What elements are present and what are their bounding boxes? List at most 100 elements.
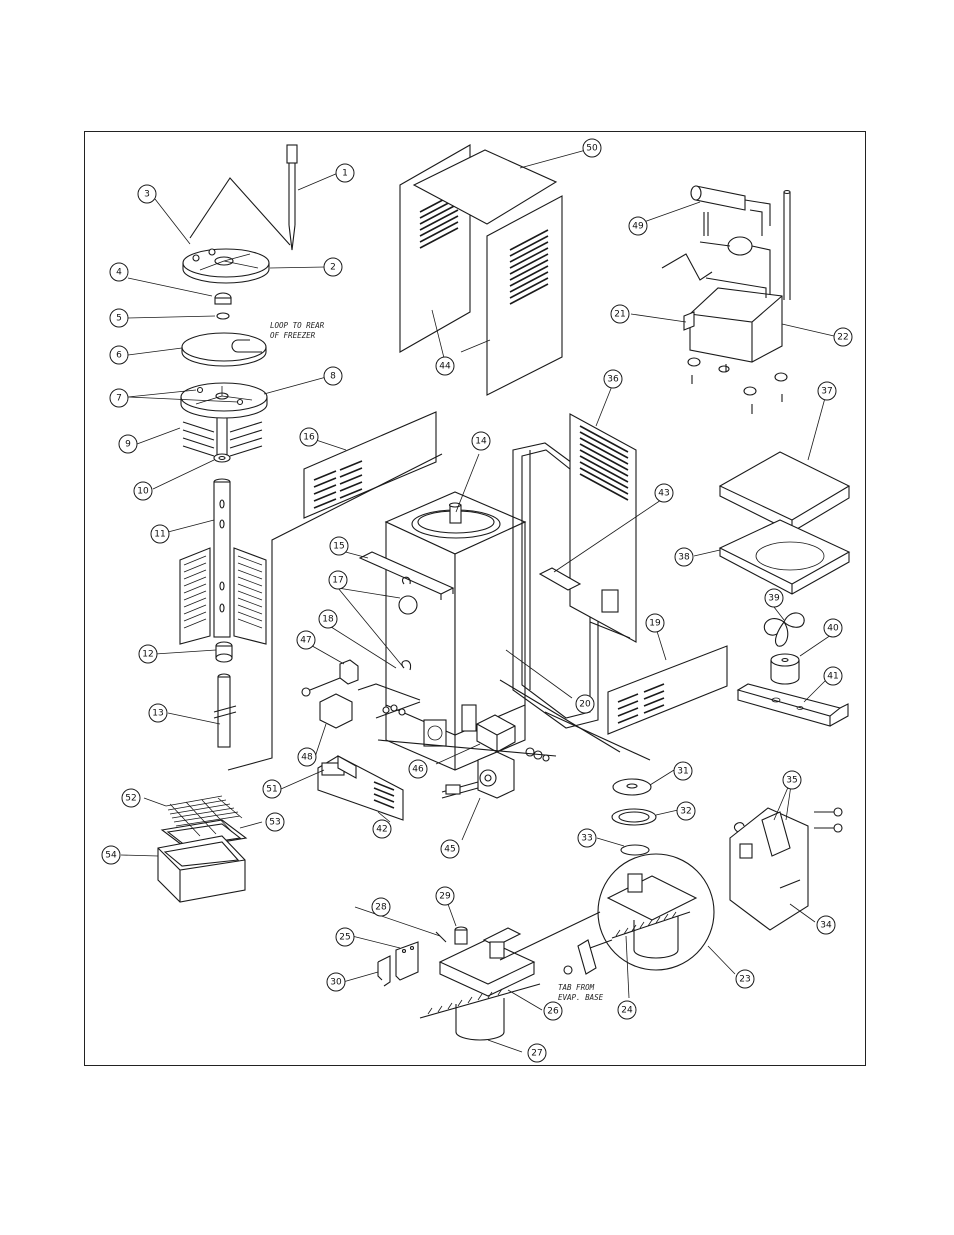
note-tab-line2: EVAP. BASE <box>558 993 604 1002</box>
part-cover-disc <box>182 177 291 284</box>
callout-19: 19 <box>645 613 665 633</box>
callout-label: 27 <box>531 1049 542 1059</box>
part-tab <box>563 939 597 975</box>
callout-label: 44 <box>439 362 451 372</box>
callout-label: 30 <box>330 978 342 988</box>
callout-label: 41 <box>827 672 838 682</box>
part-agitator-fins <box>182 418 263 458</box>
callout-54: 54 <box>101 845 121 865</box>
callout-label: 25 <box>339 933 350 943</box>
part-evaporator-detail <box>589 853 715 971</box>
part-vent-panel-16 <box>303 411 437 519</box>
callout-label: 48 <box>301 753 313 763</box>
callout-46: 46 <box>408 759 428 779</box>
callout-42: 42 <box>372 819 392 839</box>
callout-label: 50 <box>586 144 598 154</box>
callout-2: 2 <box>323 257 343 277</box>
callout-6: 6 <box>109 345 129 365</box>
note-tab-line1: TAB FROM <box>558 983 595 992</box>
callout-11: 11 <box>150 524 170 544</box>
callout-41: 41 <box>823 666 843 686</box>
part-top-panel <box>412 149 558 225</box>
callout-47: 47 <box>296 630 316 650</box>
part-motor-45 <box>441 751 515 799</box>
part-auger-tube <box>179 478 267 645</box>
part-plate-34 <box>729 807 809 931</box>
callout-label: 47 <box>300 636 311 646</box>
part-shroud-37 <box>718 451 851 533</box>
part-fan-motor-40 <box>770 653 800 685</box>
callout-label: 42 <box>376 825 387 835</box>
callout-label: 3 <box>144 190 150 200</box>
callout-33: 33 <box>577 828 597 848</box>
callout-label: 35 <box>786 776 797 786</box>
callout-21: 21 <box>610 304 630 324</box>
callout-37: 37 <box>817 381 837 401</box>
callout-label: 19 <box>649 619 661 629</box>
callout-40: 40 <box>823 618 843 638</box>
callout-label: 23 <box>739 975 750 985</box>
assembly-lines <box>227 453 651 961</box>
part-switch-47 <box>301 659 359 697</box>
callout-31: 31 <box>673 761 693 781</box>
callout-label: 24 <box>621 1006 633 1016</box>
callout-25: 25 <box>335 927 355 947</box>
note-loop-line1: LOOP TO REAR <box>270 321 325 330</box>
part-fan-bracket-38 <box>718 519 851 595</box>
part-grid-52 <box>165 795 243 837</box>
callout-label: 20 <box>579 700 591 710</box>
callout-20: 20 <box>575 694 595 714</box>
callout-44: 44 <box>435 356 455 376</box>
callout-49: 49 <box>628 216 648 236</box>
part-cabinet <box>358 491 527 771</box>
part-bushing <box>214 292 232 305</box>
callout-28: 28 <box>371 897 391 917</box>
part-washer <box>213 453 231 463</box>
part-motor-mount-41 <box>736 683 849 727</box>
callout-label: 39 <box>768 594 780 604</box>
part-coupling <box>215 641 233 663</box>
callout-label: 29 <box>439 892 451 902</box>
callout-label: 13 <box>152 709 163 719</box>
part-nuts-35 <box>814 807 843 833</box>
callout-label: 37 <box>821 387 832 397</box>
callout-14: 14 <box>471 431 491 451</box>
part-fittings <box>375 701 421 719</box>
part-panel-right <box>486 195 563 396</box>
callout-label: 14 <box>475 437 487 447</box>
callout-48: 48 <box>297 747 317 767</box>
callout-36: 36 <box>603 369 623 389</box>
callout-label: 9 <box>125 440 131 450</box>
callout-38: 38 <box>674 547 694 567</box>
callout-label: 40 <box>827 624 839 634</box>
callout-label: 43 <box>658 489 669 499</box>
callout-51: 51 <box>262 779 282 799</box>
callout-label: 33 <box>581 834 592 844</box>
callout-label: 15 <box>333 542 344 552</box>
part-vent-panel-19 <box>607 645 728 735</box>
callout-label: 11 <box>154 530 165 540</box>
part-diffuser-disc <box>180 382 268 419</box>
callout-7: 7 <box>109 388 129 408</box>
callout-3: 3 <box>137 184 157 204</box>
callout-label: 26 <box>547 1007 559 1017</box>
callout-1: 1 <box>335 163 355 183</box>
part-motor-shaft <box>213 673 237 748</box>
callout-27: 27 <box>527 1043 547 1063</box>
callout-23: 23 <box>735 969 755 989</box>
callout-35: 35 <box>782 770 802 790</box>
callout-15: 15 <box>329 536 349 556</box>
callout-8: 8 <box>323 366 343 386</box>
callout-label: 46 <box>412 765 424 775</box>
diagram-frame <box>84 131 866 1066</box>
callout-5: 5 <box>109 308 129 328</box>
callout-label: 12 <box>142 650 153 660</box>
callout-29: 29 <box>435 886 455 906</box>
callout-12: 12 <box>138 644 158 664</box>
callout-label: 16 <box>303 433 315 443</box>
callout-30: 30 <box>326 972 346 992</box>
callout-label: 32 <box>680 807 691 817</box>
callout-label: 17 <box>332 576 343 586</box>
callout-22: 22 <box>833 327 853 347</box>
callout-26: 26 <box>543 1001 563 1021</box>
